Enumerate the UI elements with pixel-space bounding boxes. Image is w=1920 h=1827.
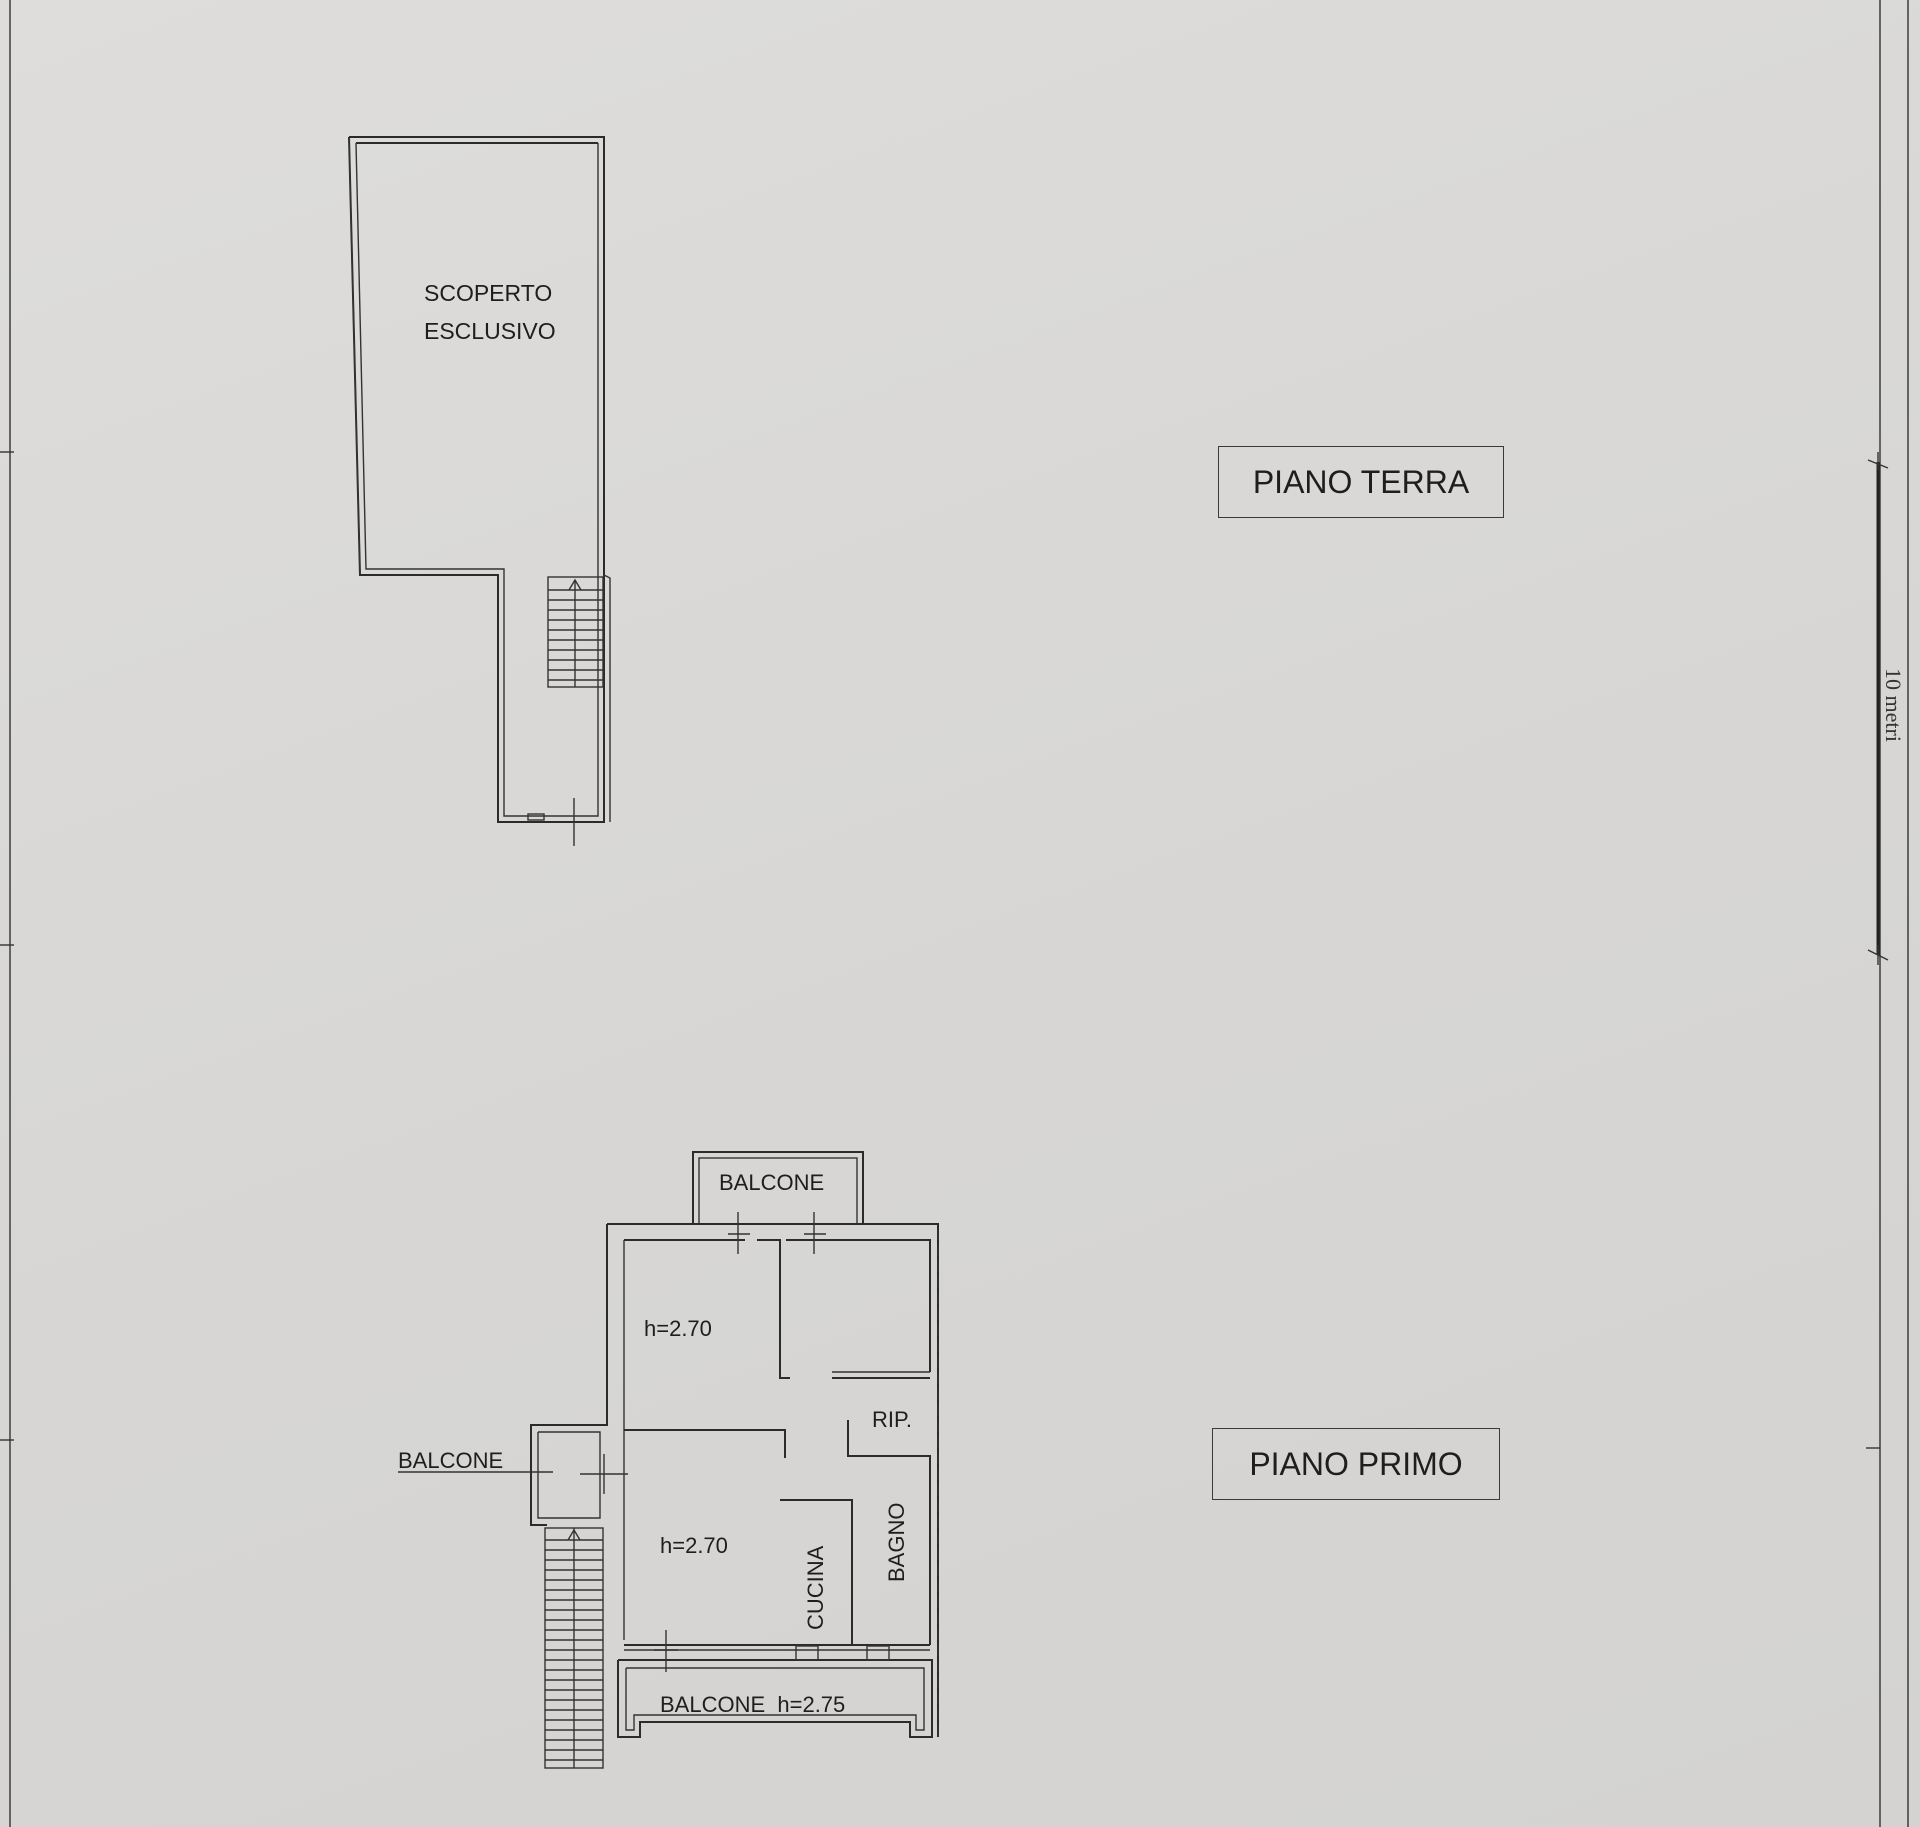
scale-bar [1867, 452, 1889, 965]
label-balcone-top: BALCONE [719, 1170, 824, 1195]
scale-bar-label: 10 metri [1881, 668, 1906, 742]
label-room-height-1: h=2.70 [644, 1316, 712, 1341]
first-floor-plan [398, 1151, 939, 1769]
label-piano-primo: PIANO PRIMO [1212, 1428, 1500, 1500]
label-room-height-2: h=2.70 [660, 1533, 728, 1558]
label-cucina: CUCINA [803, 1545, 828, 1630]
label-piano-terra: PIANO TERRA [1218, 446, 1504, 518]
label-rip: RIP. [872, 1407, 912, 1432]
label-esclusivo: ESCLUSIVO [424, 318, 556, 344]
label-scoperto: SCOPERTO [424, 280, 552, 306]
ground-floor-plan [348, 136, 611, 846]
label-balcone-left: BALCONE [398, 1448, 503, 1473]
label-balcone-bottom: BALCONE h=2.75 [660, 1692, 845, 1717]
label-bagno: BAGNO [884, 1503, 909, 1582]
